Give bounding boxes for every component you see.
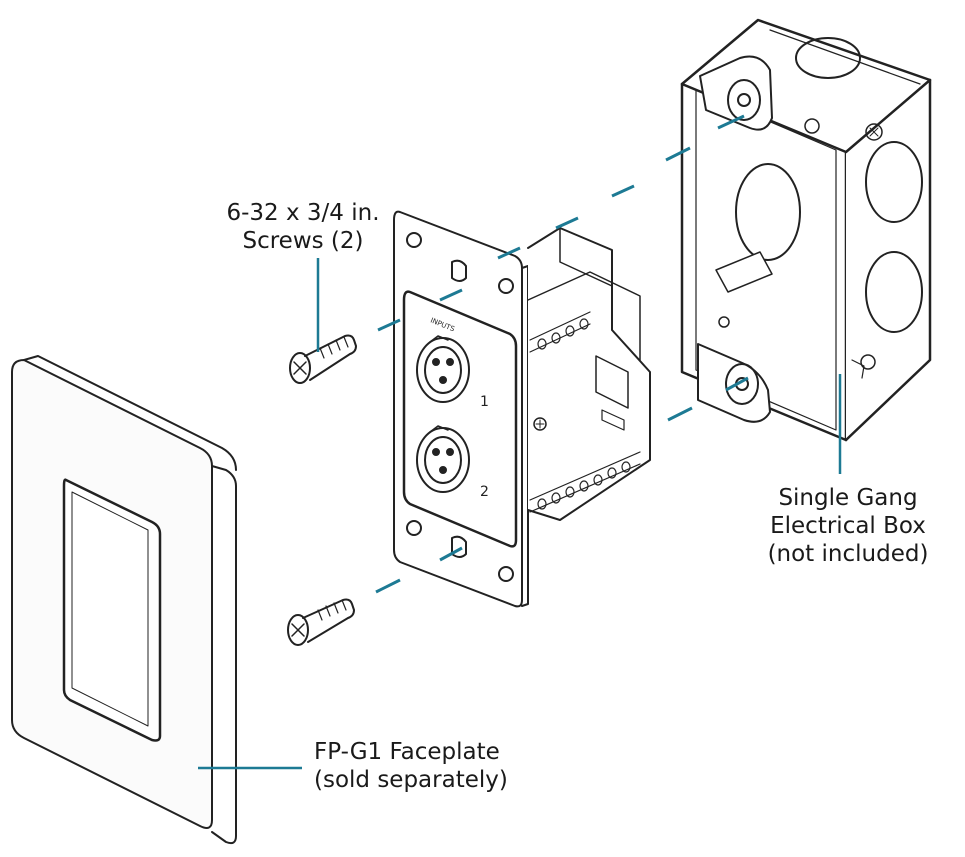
- electrical-box-callout: Single Gang Electrical Box (not included…: [748, 484, 948, 568]
- screws-callout-line1: 6-32 x 3/4 in.: [226, 200, 380, 226]
- faceplate-callout: FP-G1 Faceplate (sold separately): [314, 738, 508, 794]
- screws-callout-line2: Screws (2): [242, 228, 364, 254]
- lower-screw: [287, 598, 355, 646]
- alignment-dash-lines: [375, 114, 749, 594]
- port-1-label: 1: [480, 394, 489, 410]
- box-callout-line1: Single Gang: [778, 485, 918, 511]
- box-callout-line2: Electrical Box: [770, 513, 926, 539]
- screws-callout: 6-32 x 3/4 in. Screws (2): [198, 199, 408, 255]
- faceplate-callout-line1: FP-G1 Faceplate: [314, 739, 500, 765]
- electrical-box: [680, 18, 932, 442]
- audio-input-device: [393, 210, 651, 608]
- port-2-label: 2: [480, 484, 489, 500]
- box-callout-line3: (not included): [767, 541, 929, 567]
- leader-lines: [198, 258, 842, 770]
- faceplate: [11, 355, 237, 845]
- upper-screw: [289, 334, 357, 384]
- faceplate-callout-line2: (sold separately): [314, 767, 508, 793]
